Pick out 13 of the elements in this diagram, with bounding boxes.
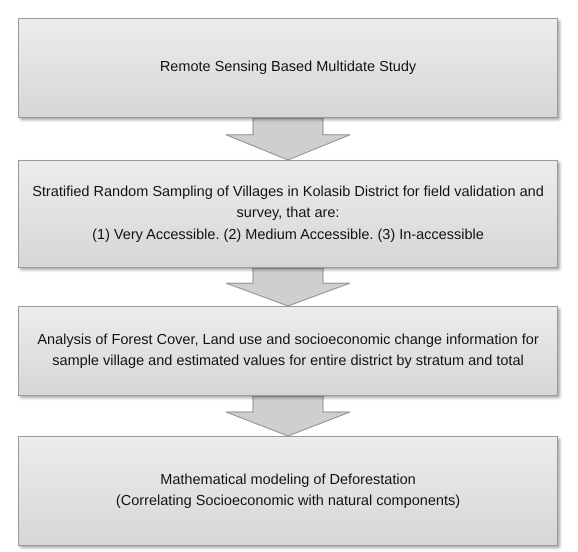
- process-box: [18, 18, 558, 118]
- block-arrow: [226, 396, 350, 437]
- box-text: Remote Sensing Based Multidate Study: [160, 58, 416, 78]
- box-text: Stratified Random Sampling of Villages in Kolasib District for field validation and survey, that are:: [31, 183, 545, 224]
- box-text: Analysis of Forest Cover, Land use and socioeconomic change information for sample village and estimated values for entire district by stratum and total: [36, 330, 540, 371]
- box-text: (1) Very Accessible. (2) Medium Accessible. (3) In-accessible: [92, 226, 484, 244]
- box-text: Mathematical modeling of Deforestation: [160, 470, 416, 490]
- block-arrow: [226, 268, 350, 307]
- process-box: [18, 436, 558, 546]
- process-box: [18, 306, 558, 396]
- box-text: (Correlating Socioeconomic with natural components): [116, 492, 460, 511]
- process-box: [18, 160, 558, 268]
- block-arrow: [226, 118, 350, 161]
